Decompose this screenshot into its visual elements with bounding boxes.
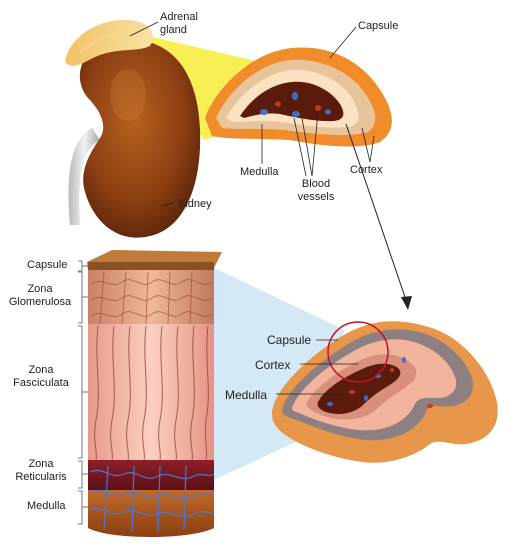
zoom-arrow-head <box>401 296 412 310</box>
glomerulosa-cells <box>91 271 213 325</box>
label-medulla-top: Medulla <box>240 166 279 178</box>
top-cross-section <box>205 47 392 147</box>
label-layer-zona-glomerulosa-line1: Zona <box>27 283 53 295</box>
ureter-shape <box>68 128 100 225</box>
label-cortex-top: Cortex <box>350 164 383 176</box>
label-capsule-top: Capsule <box>358 20 399 32</box>
fasciculata-columns <box>94 325 209 461</box>
label-layer-zona-reticularis-line1: Zona <box>28 458 54 470</box>
label-layer-zona-fasciculata-line1: Zona <box>28 364 54 376</box>
zoom-arrow-line <box>345 123 407 301</box>
blue-projection <box>214 268 345 480</box>
label-layer-zona-glomerulosa: Zona Glomerulosa <box>2 283 78 309</box>
layer-brackets <box>78 260 88 525</box>
label-adrenal-gland-line2: gland <box>160 24 187 36</box>
label-blood-vessels-line2: vessels <box>297 191 335 203</box>
label-layer-zona-reticularis: Zona Reticularis <box>6 458 76 484</box>
label-cortex-right: Cortex <box>255 358 291 372</box>
kidney-shape <box>79 39 201 238</box>
label-layer-zona-reticularis-line2: Reticularis <box>15 471 67 483</box>
label-kidney: Kidney <box>178 198 212 210</box>
label-layer-medulla: Medulla <box>27 500 66 512</box>
label-blood-vessels: Blood vessels <box>296 178 336 204</box>
right-cross-section <box>272 321 498 463</box>
top-leader-lines <box>129 21 375 207</box>
label-blood-vessels-line1: Blood <box>301 178 331 190</box>
label-layer-capsule: Capsule <box>27 259 68 271</box>
label-capsule-right: Capsule <box>267 333 312 347</box>
label-adrenal-gland: Adrenal gland <box>160 11 198 37</box>
zoom-highlight-circle <box>327 321 389 383</box>
label-layer-zona-fasciculata: Zona Fasciculata <box>6 364 76 390</box>
vessel-network <box>89 465 215 533</box>
right-leader-lines <box>276 339 358 395</box>
label-adrenal-gland-line1: Adrenal <box>160 11 198 23</box>
label-layer-zona-fasciculata-line2: Fasciculata <box>13 377 69 389</box>
label-layer-zona-glomerulosa-line2: Glomerulosa <box>8 296 72 308</box>
label-medulla-right: Medulla <box>225 388 268 402</box>
